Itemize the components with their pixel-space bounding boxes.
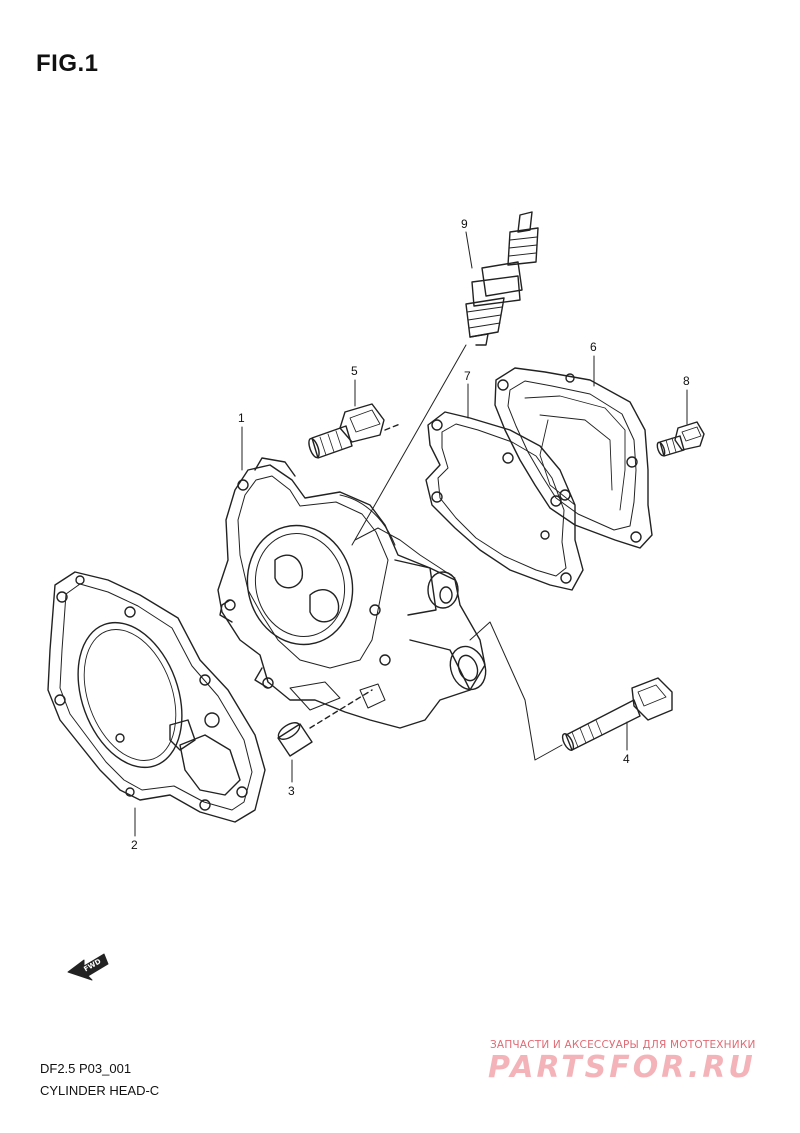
watermark-tagline: ЗАПЧАСТИ И АКСЕССУАРЫ ДЛЯ МОТОТЕХНИКИ xyxy=(490,1039,756,1051)
callout-leaders xyxy=(134,231,688,837)
callout-8: 8 xyxy=(683,374,690,388)
spark-plug xyxy=(351,211,539,546)
callout-6: 6 xyxy=(590,340,597,354)
cover-gasket xyxy=(425,411,584,591)
callout-9: 9 xyxy=(461,217,468,231)
watermark-logo: PARTSFOR.RU xyxy=(488,1050,756,1085)
callout-numbers: 1 2 3 4 5 6 7 8 9 xyxy=(131,217,690,852)
fwd-arrow-icon: FWD xyxy=(67,953,109,981)
long-bolt xyxy=(469,621,673,761)
callout-5: 5 xyxy=(351,364,358,378)
dowel-pin xyxy=(277,689,373,757)
callout-3: 3 xyxy=(288,784,295,798)
cover xyxy=(494,367,653,549)
callout-7: 7 xyxy=(464,369,471,383)
model-code: DF2.5 P03_001 xyxy=(40,1061,132,1076)
figure-caption: CYLINDER HEAD-C xyxy=(40,1083,160,1098)
small-bolt xyxy=(656,421,705,457)
callout-1: 1 xyxy=(238,411,245,425)
callout-4: 4 xyxy=(623,752,630,766)
figure-title: FIG.1 xyxy=(36,50,99,77)
bolt xyxy=(308,403,401,459)
cylinder-head xyxy=(217,457,487,729)
head-gasket xyxy=(47,571,266,823)
callout-2: 2 xyxy=(131,838,138,852)
